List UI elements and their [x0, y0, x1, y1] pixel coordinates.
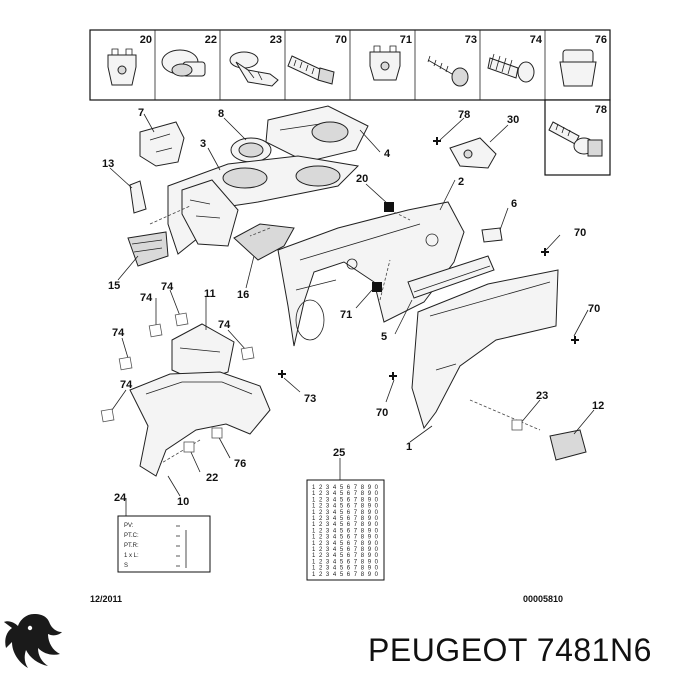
callout-30: 30 [507, 114, 519, 126]
callout-78: 78 [458, 109, 470, 121]
callout-15: 15 [108, 280, 120, 292]
part-2-inner-wing-panel [277, 201, 465, 347]
table-cell-76: 76 [595, 34, 607, 46]
christmas-tree-clip-icon [487, 53, 535, 83]
fastener-table: 20 22 23 70 71 73 74 76 78 [89, 29, 611, 176]
part-13-clip [129, 180, 147, 214]
part-15-sound-insulator [127, 231, 169, 267]
leader-lines [109, 113, 595, 516]
part-5-strut [407, 255, 495, 299]
bolt-icon [287, 55, 335, 85]
callout-5: 5 [381, 331, 387, 343]
callout-70-b: 70 [588, 303, 600, 315]
label-24-row-3: PT.R: [124, 543, 139, 549]
part-7-bracket [139, 121, 185, 167]
part-10-wheel-arch-liner [129, 371, 271, 477]
callout-76: 76 [234, 458, 246, 470]
callout-10: 10 [177, 496, 189, 508]
callout-8: 8 [218, 108, 224, 120]
callout-4: 4 [384, 148, 391, 160]
expanding-clip-icon [229, 51, 279, 87]
part-12-end-cap [549, 429, 587, 461]
table-cell-74: 74 [530, 34, 543, 46]
callout-25: 25 [333, 447, 345, 459]
peugeot-lion-logo [4, 614, 62, 668]
callout-12: 12 [592, 400, 604, 412]
table-cell-71: 71 [400, 34, 412, 46]
u-nut-clip-icon [369, 45, 401, 81]
part-11-bracket [171, 323, 235, 383]
callout-1: 1 [406, 441, 412, 453]
rubber-buffer-icon [559, 49, 597, 87]
table-cell-78: 78 [595, 104, 607, 116]
label-24-row-4: 1 x L: [124, 553, 139, 559]
callout-73: 73 [304, 393, 316, 405]
table-cell-23: 23 [270, 34, 282, 46]
callout-71: 71 [340, 309, 352, 321]
callout-numbers: 7 8 78 30 3 4 13 20 2 6 70 15 74 16 11 7… [102, 107, 604, 508]
table-cell-22: 22 [205, 34, 217, 46]
label-24-row-1: PV: [124, 523, 134, 529]
fastener-markers [100, 137, 579, 453]
callout-74-b: 74 [140, 292, 153, 304]
footer-date: 12/2011 [90, 594, 123, 604]
footer-reference: 00005810 [523, 594, 564, 604]
part-4-upper-panel [265, 105, 369, 163]
brand-part-number: PEUGEOT 7481N6 [368, 632, 652, 668]
part-6-stopper [481, 227, 503, 243]
callout-2: 2 [458, 176, 464, 188]
callout-23: 23 [536, 390, 548, 402]
callout-74-e: 74 [120, 379, 133, 391]
part-8-gasket [230, 137, 272, 163]
callout-11: 11 [204, 288, 216, 300]
callout-70-a: 70 [574, 227, 586, 239]
callout-74-a: 74 [161, 281, 174, 293]
callout-6: 6 [511, 198, 517, 210]
callout-20: 20 [356, 173, 368, 185]
callout-3: 3 [200, 138, 206, 150]
callout-7: 7 [138, 107, 144, 119]
label-24-row-2: PT.C: [124, 533, 139, 539]
callout-22: 22 [206, 472, 218, 484]
table-cell-20: 20 [140, 34, 152, 46]
callout-16: 16 [237, 289, 249, 301]
callout-24: 24 [114, 492, 127, 504]
push-rivet-icon [161, 49, 206, 77]
clip-nut-icon [107, 48, 137, 86]
bolt-with-washer-icon [548, 121, 603, 157]
callout-70-c: 70 [376, 407, 388, 419]
part-1-front-wing [411, 269, 559, 430]
callout-74-c: 74 [218, 319, 231, 331]
part-30-bracket [449, 137, 497, 169]
table-cell-73: 73 [465, 34, 477, 46]
callout-13: 13 [102, 158, 114, 170]
table-cell-70: 70 [335, 34, 347, 46]
label-24-sticker: PV: PT.C: PT.R: 1 x L: S [117, 515, 211, 573]
self-tapping-screw-icon [427, 55, 469, 87]
part-3-wheel-arch-housing [167, 155, 360, 255]
callout-74-d: 74 [112, 327, 125, 339]
label-24-row-5: S [124, 563, 128, 569]
label-25-sticker: 1234567890123456789012345678901234567890… [306, 479, 385, 581]
